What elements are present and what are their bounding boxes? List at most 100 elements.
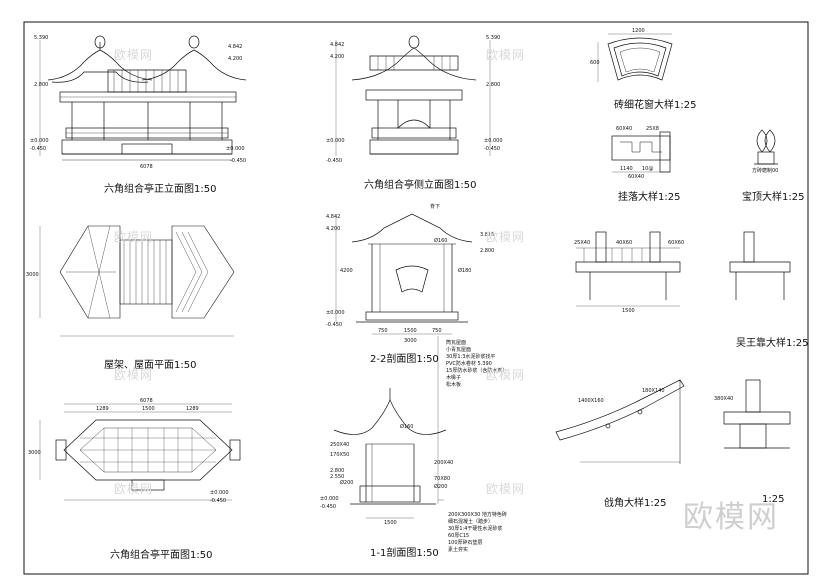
caption-wuwang-seat: 吴王靠大样1:25 bbox=[736, 338, 809, 349]
caption-hanging-fascia: 挂落大样1:25 bbox=[618, 192, 681, 203]
s22-phi1: Ø160 bbox=[434, 237, 447, 244]
s22-top: 4.842 bbox=[326, 214, 340, 220]
caption-eave-corner: 戗角大样1:25 bbox=[604, 498, 667, 509]
watermark: 欧模网 bbox=[486, 48, 526, 62]
s22-h: 4200 bbox=[340, 268, 353, 274]
s11-e1: 2.800 bbox=[330, 468, 344, 474]
dim-side-top-l2: 4.200 bbox=[330, 54, 344, 60]
s22-b: 2.800 bbox=[480, 248, 494, 254]
side-elevation bbox=[335, 35, 491, 156]
eave-corner-detail bbox=[555, 379, 791, 464]
dim-side-top-r: 5.390 bbox=[486, 35, 500, 41]
dim-plan-roof-h: 3000 bbox=[26, 272, 39, 278]
dim-front-r2: 4.200 bbox=[228, 56, 242, 62]
dim-window-h: 600 bbox=[590, 60, 600, 66]
front-elevation bbox=[39, 35, 247, 161]
hanging-fascia-detail bbox=[611, 131, 671, 173]
dim-front-top: 5.390 bbox=[34, 35, 48, 41]
dim-fascia-b: 25X8 bbox=[646, 126, 659, 132]
caption-section-2-2: 2-2剖面图1:50 bbox=[370, 354, 439, 365]
dim-fascia-c: 10@ bbox=[642, 166, 653, 172]
seat-b: 40X60 bbox=[616, 240, 632, 246]
note-line: 60厚C15 bbox=[448, 533, 470, 539]
caption-side-elevation: 六角组合亭侧立面图1:50 bbox=[364, 180, 477, 191]
note-line: 素土夯实 bbox=[448, 547, 469, 553]
caption-finial: 宝顶大样1:25 bbox=[742, 192, 805, 203]
dim-front-zero: ±0.000 bbox=[30, 138, 49, 144]
dim-window-w: 1200 bbox=[632, 28, 645, 34]
roof-frame-plan bbox=[39, 225, 235, 337]
caption-section-1-1: 1-1剖面图1:50 bbox=[370, 548, 439, 559]
dim-front-width: 6078 bbox=[140, 164, 153, 170]
note-line: 30厚1:4干硬性水泥砂浆 bbox=[448, 526, 503, 532]
s22-a: 3.815 bbox=[480, 232, 494, 238]
s22-total: 3000 bbox=[404, 338, 417, 344]
seat-a: 25X40 bbox=[574, 240, 590, 246]
dim-side-mid: 2.800 bbox=[486, 82, 500, 88]
site-logo: 欧模网 bbox=[683, 500, 779, 535]
eave-a: 1400X160 bbox=[578, 398, 604, 404]
dim-side-neg-r: -0.450 bbox=[484, 146, 500, 152]
watermark: 欧模网 bbox=[486, 482, 526, 496]
sheet-border bbox=[23, 21, 809, 575]
caption-plan: 六角组合亭平面图1:50 bbox=[110, 550, 213, 561]
wuwang-seat-detail bbox=[575, 231, 791, 307]
s22-phi2: Ø180 bbox=[458, 267, 471, 274]
s11-phi: Ø160 bbox=[400, 423, 413, 430]
dim-front-base-r: ±0.000 bbox=[226, 146, 245, 152]
dim-front-neg: -0.450 bbox=[30, 146, 46, 152]
finial-detail bbox=[754, 129, 778, 165]
watermark: 欧模网 bbox=[114, 482, 154, 496]
s11-zero: ±0.000 bbox=[320, 496, 339, 502]
seat-w: 1500 bbox=[622, 308, 635, 314]
note-line: 30厚1:3水泥砂浆找平 bbox=[446, 354, 496, 360]
note-line: 筒瓦屋面 bbox=[446, 340, 467, 346]
note-line: PVC防水卷材 5.390 bbox=[446, 361, 492, 367]
eave-c: 380X40 bbox=[714, 396, 733, 402]
seat-c: 60X60 bbox=[668, 240, 684, 246]
s11-r3: Ø200 bbox=[434, 483, 447, 490]
caption-brick-window: 砖细花窗大样1:25 bbox=[614, 100, 697, 111]
s11-r1: 200X40 bbox=[434, 460, 453, 466]
dim-side-zero: ±0.000 bbox=[326, 138, 345, 144]
plan-top: 6078 bbox=[140, 398, 153, 404]
s11-a: 250X40 bbox=[330, 442, 349, 448]
plan-h: 3000 bbox=[28, 450, 41, 456]
note-line: 木椽子 bbox=[446, 375, 462, 381]
finial-note: 方砖磨制00 bbox=[752, 167, 778, 174]
dim-fascia-d: 60X40 bbox=[628, 174, 644, 180]
eave-b: 180X140 bbox=[642, 388, 665, 394]
s22-w3: 750 bbox=[432, 328, 442, 334]
watermark: 欧模网 bbox=[486, 368, 526, 382]
s11-r2: 70X80 bbox=[434, 476, 450, 482]
note-line: 小青瓦屋面 bbox=[446, 347, 472, 353]
section-1-1 bbox=[333, 336, 447, 519]
section-2-2 bbox=[335, 213, 473, 335]
dim-front-neg-r: -0.450 bbox=[230, 158, 246, 164]
caption-cut: 1:25 bbox=[762, 494, 785, 505]
dim-front-top-r: 4.842 bbox=[228, 44, 242, 50]
s11-layer-notes-bottom: 200X300X30 地方特色砖 细石混凝土（踏步） 30厚1:4干硬性水泥砂浆… bbox=[448, 512, 507, 554]
watermark: 欧模网 bbox=[114, 48, 154, 62]
s22-zero: ±0.000 bbox=[326, 310, 345, 316]
caption-roof-frame-plan: 屋架、屋面平面1:50 bbox=[104, 360, 197, 371]
note-line: 细石混凝土（踏步） bbox=[448, 519, 494, 525]
plan-zero: ±0.000 bbox=[210, 490, 229, 496]
note-line: 15厚防水砂浆（含防水剂） bbox=[446, 368, 508, 374]
plan-neg: -0.450 bbox=[210, 498, 226, 504]
dim-side-top-l: 4.842 bbox=[330, 42, 344, 48]
dim-side-neg: -0.450 bbox=[326, 158, 342, 164]
s11-neg: -0.450 bbox=[320, 504, 336, 510]
note-line: 松木板 bbox=[446, 382, 462, 388]
s22-top-label: 脊下 bbox=[430, 203, 440, 210]
dim-side-zero-r: ±0.000 bbox=[484, 138, 503, 144]
s11-w: 1500 bbox=[384, 520, 397, 526]
plan-d2: 1500 bbox=[142, 406, 155, 412]
note-line: 100厚碎石垫层 bbox=[448, 540, 483, 546]
caption-front-elevation: 六角组合亭正立面图1:50 bbox=[104, 184, 217, 195]
watermark: 欧模网 bbox=[114, 368, 154, 382]
s11-b: 170X50 bbox=[330, 452, 349, 458]
dim-fascia-w: 1140 bbox=[620, 166, 633, 172]
s11-layer-notes-top: 筒瓦屋面 小青瓦屋面 30厚1:3水泥砂浆找平 PVC防水卷材 5.390 15… bbox=[446, 340, 507, 389]
